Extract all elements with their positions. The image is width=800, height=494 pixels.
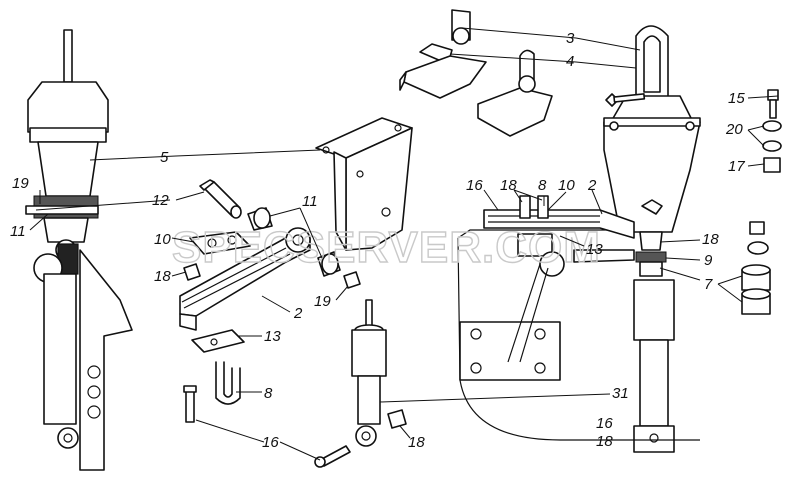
callout-3: 3: [566, 30, 575, 47]
callout-10-left: 10: [154, 231, 171, 248]
callout-20: 20: [725, 121, 743, 138]
callout-16-lower: 16: [262, 434, 279, 451]
callout-15: 15: [728, 90, 745, 107]
callout-19-left: 19: [12, 175, 29, 192]
nut-18-lower: [387, 409, 407, 429]
top-stud: [63, 29, 73, 83]
leader-lines: [29, 27, 779, 461]
nut-19: [343, 271, 361, 289]
left-shock-assembly: [25, 29, 133, 471]
callout-13-left: 13: [264, 328, 281, 345]
callout-numbers: 3 4 15 20 17 5 19 11 12 11 10 18 19 2 13…: [10, 30, 745, 451]
shock-cylinder: [43, 273, 77, 425]
bracket-5: [315, 117, 413, 251]
callout-12: 12: [152, 192, 169, 209]
callout-8-left: 8: [264, 385, 273, 402]
callout-2-right: 2: [587, 177, 597, 194]
watermark: SPECSERVER.COM: [172, 223, 601, 272]
u-bolt-8: [215, 361, 241, 405]
callout-2-left: 2: [293, 305, 303, 322]
callout-18-lower: 18: [408, 434, 425, 451]
callout-9: 9: [704, 252, 713, 269]
shock-absorber-31: [351, 299, 387, 447]
right-spring-frame: [457, 195, 700, 441]
right-small-parts: [605, 89, 782, 315]
eyebolt-bracket-a: [399, 9, 487, 99]
bolts-16-lower: [183, 385, 351, 468]
callout-13-right: 13: [586, 241, 603, 258]
frame-bracket: [79, 249, 133, 471]
right-mount-assembly: [603, 25, 701, 453]
callout-17: 17: [728, 158, 745, 175]
callout-18-bottom: 18: [596, 433, 613, 450]
nut-18-left: [183, 263, 201, 281]
lower-collar: [43, 217, 89, 243]
callout-16-right: 16: [466, 177, 483, 194]
top-mount: [27, 81, 109, 133]
mount-plate: [29, 127, 107, 143]
callout-19-middle: 19: [314, 293, 331, 310]
bolt-12: [199, 179, 242, 219]
callout-4: 4: [566, 53, 574, 70]
spring-leaf-2: [179, 227, 311, 331]
callout-10-right: 10: [558, 177, 575, 194]
callout-16-bottom: 16: [596, 415, 613, 432]
lower-eye: [57, 427, 79, 449]
callout-18-side: 18: [702, 231, 719, 248]
callout-31: 31: [612, 385, 629, 402]
callout-18-left: 18: [154, 268, 171, 285]
upper-body: [37, 141, 99, 197]
callout-11-left: 11: [10, 223, 26, 240]
callout-11-middle: 11: [302, 193, 318, 210]
bushings-11: [247, 207, 341, 277]
plate-13: [191, 329, 245, 353]
callout-7: 7: [704, 276, 713, 293]
eyebolt-bracket-b: [477, 49, 553, 137]
cross-bolt: [25, 205, 99, 215]
callout-5: 5: [160, 149, 169, 166]
callout-8-right: 8: [538, 177, 547, 194]
callout-18-right: 18: [500, 177, 517, 194]
